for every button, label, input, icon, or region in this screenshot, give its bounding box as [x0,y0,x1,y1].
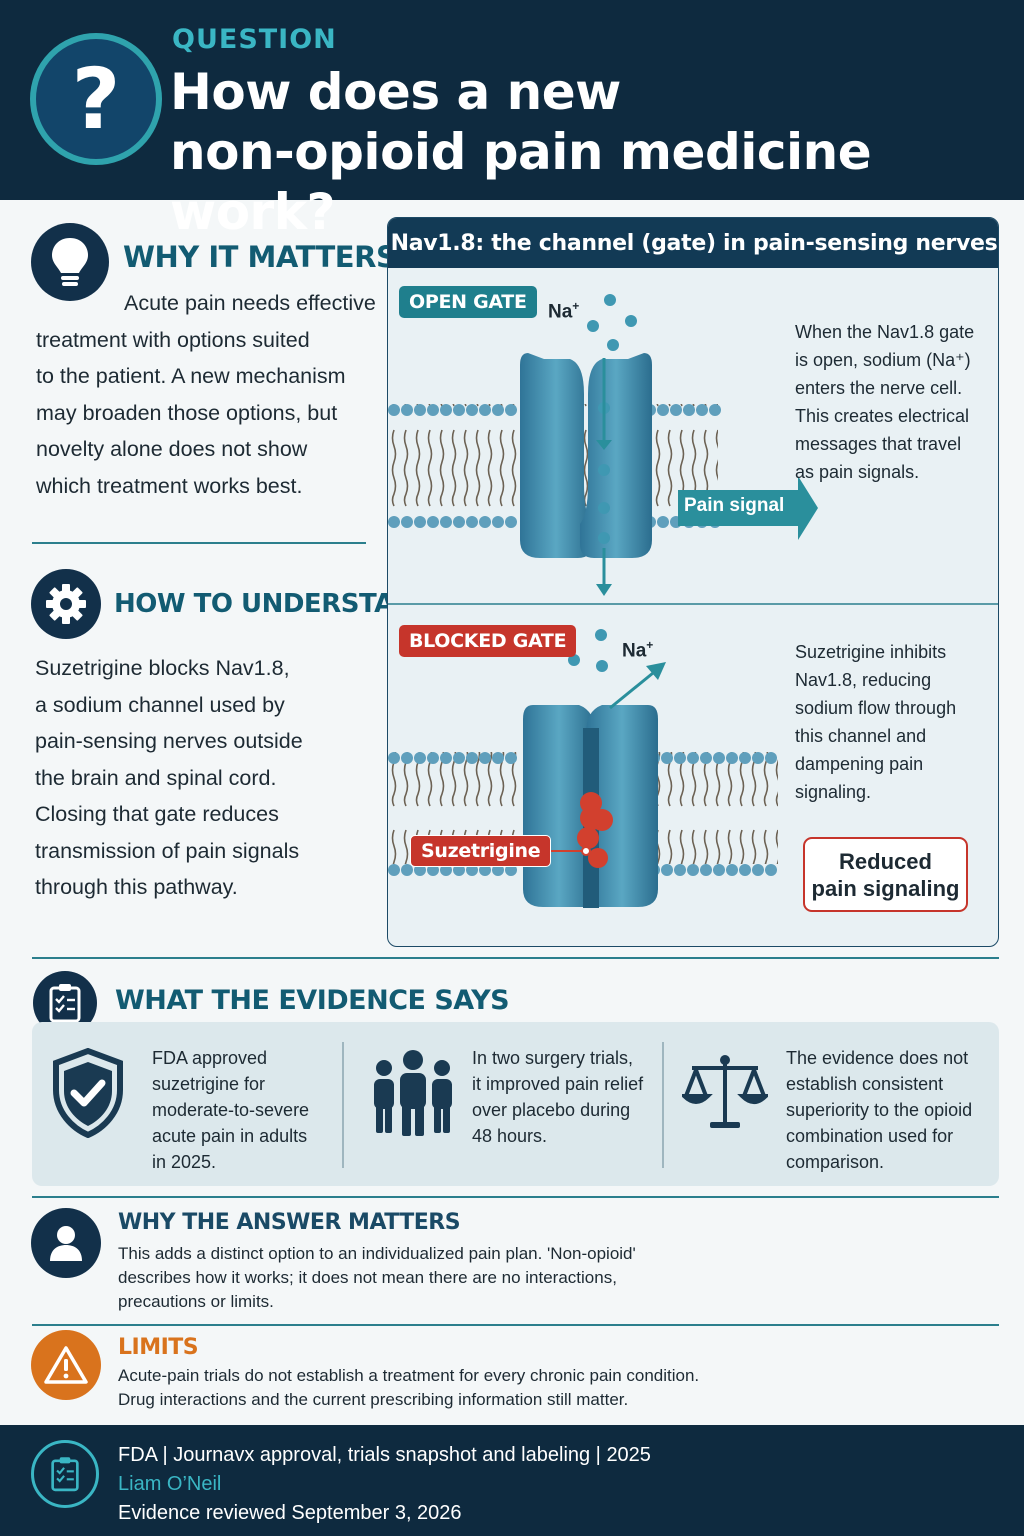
footer-source: FDA | Journavx approval, trials snapshot… [118,1444,651,1466]
suzetrigine-molecule [577,792,613,868]
people-group-icon [374,1050,452,1136]
deflected-ion-arrow [609,662,666,710]
why-answer-matters-title: WHY THE ANSWER MATTERS [118,1210,461,1235]
divider [32,542,366,544]
evidence-separator [342,1042,344,1168]
title-line-2: non-opioid pain medicine work? [170,123,872,241]
question-mark-icon: ? [30,33,162,165]
evidence-item-approval: FDA approved suzetrigine for moderate-to… [152,1048,310,1172]
pain-signal-label: Pain signal [684,495,785,516]
gear-icon [31,569,101,639]
question-label: QUESTION [172,24,337,55]
person-icon [31,1208,101,1278]
balance-scale-icon [682,1055,768,1128]
channel-protein-open [520,353,652,558]
channel-illustration [388,294,998,908]
divider [32,957,999,959]
nav18-channel-diagram: Nav1.8: the channel (gate) in pain-sensi… [387,217,999,947]
evidence-separator [662,1042,664,1168]
limits-text: Acute-pain trials do not establish a tre… [118,1366,700,1409]
lightbulb-icon [31,223,109,301]
footer-author: Liam O’Neil [118,1473,222,1495]
why-it-matters-title: WHY IT MATTERS [123,240,397,274]
how-to-understand-text: Suzetrigine blocks Nav1.8, a sodium chan… [35,656,303,899]
sodium-label-blocked: Na+ [622,638,654,662]
diagram-title: Nav1.8: the channel (gate) in pain-sensi… [388,218,998,268]
header-banner: ? QUESTION How does a new non-opioid pai… [0,0,1024,241]
why-it-matters-text: Acute pain needs effective treatment wit… [36,291,376,498]
footer-reviewed-date: Evidence reviewed September 3, 2026 [118,1502,462,1524]
shield-check-icon [53,1048,123,1138]
pain-signal-arrow [678,476,818,540]
evidence-title: WHAT THE EVIDENCE SAYS [115,985,510,1016]
sodium-ions-blocked [568,629,608,672]
limits-title: LIMITS [118,1335,199,1360]
evidence-panel: FDA approved suzetrigine for moderate-to… [32,1022,999,1186]
footer-banner: FDA | Journavx approval, trials snapshot… [0,1425,1024,1536]
why-answer-matters-text: This adds a distinct option to an indivi… [118,1244,636,1311]
open-gate-text: When the Nav1.8 gate is open, sodium (Na… [795,322,975,482]
sodium-label-open: Na+ [548,299,580,323]
blocked-gate-text: Suzetrigine inhibits Nav1.8, reducing so… [795,642,957,802]
open-gate-tag: OPEN GATE [399,286,537,318]
reduced-pain-signaling-badge: Reduced pain signaling [803,837,968,912]
warning-triangle-icon [31,1330,101,1400]
blocked-gate-tag: BLOCKED GATE [399,625,577,657]
evidence-item-trials: In two surgery trials, it improved pain … [472,1048,644,1146]
divider [32,1324,999,1326]
suzetrigine-label: Suzetrigine [410,835,552,867]
title-line-1: How does a new [170,63,621,121]
page-title: How does a new non-opioid pain medicine … [170,62,1024,242]
divider [32,1196,999,1198]
clipboard-checklist-icon [31,1440,99,1508]
evidence-item-comparison: The evidence does not establish consiste… [786,1048,973,1172]
